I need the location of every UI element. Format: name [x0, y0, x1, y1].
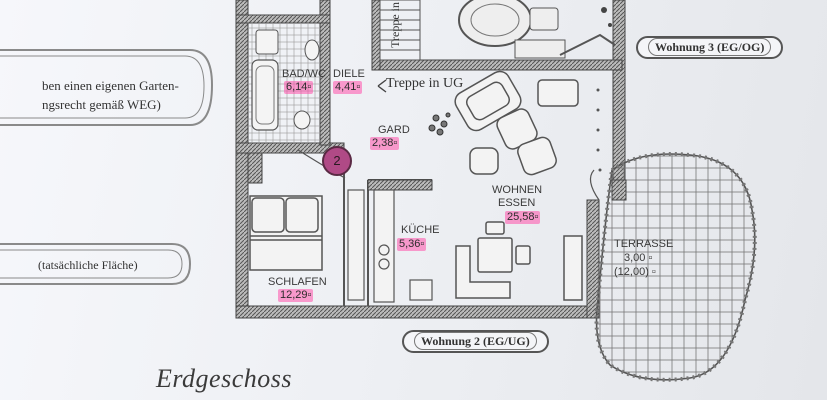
room-label-wohnen: WOHNEN [492, 184, 543, 196]
room-area-terrasse-full: (12,00) ▫ [614, 266, 656, 278]
kitchen-counters [373, 189, 433, 303]
room-area-wohnen: 25,58▫ [505, 211, 541, 224]
room-area-bad: 6,14▫ [284, 81, 314, 94]
room-label-kueche: KÜCHE [401, 224, 440, 236]
terrace-paving [595, 153, 756, 381]
round-table-upper [458, 0, 532, 47]
stairs-down-label: Treppe in UG [386, 76, 464, 91]
staircase [379, 0, 421, 61]
unit-3-label: Wohnung 3 (EG/OG) [636, 36, 784, 59]
garden-note-line1: ben einen eigenen Garten- [42, 78, 179, 93]
unit-2-text: Wohnung 2 (EG/UG) [414, 332, 537, 350]
bed [249, 195, 323, 271]
room-label-terrasse: TERRASSE [614, 238, 674, 250]
room-area-kueche: 5,36▫ [397, 238, 427, 251]
room-label-gard: GARD [378, 124, 410, 136]
room-label-diele: DIELE [333, 68, 365, 80]
area-note: (tatsächliche Fläche) [38, 258, 138, 272]
unit-3-text: Wohnung 3 (EG/OG) [648, 38, 772, 56]
plant [428, 112, 451, 136]
wardrobe [347, 189, 365, 301]
bathtub [251, 59, 279, 131]
unit-number-badge: 2 [322, 146, 352, 176]
garden-note-line2: ngsrecht gemäß WEG) [42, 97, 161, 112]
floor-title: Erdgeschoss [156, 364, 292, 393]
toilet [304, 39, 320, 61]
room-label-essen: ESSEN [498, 197, 536, 209]
room-area-schlafen: 12,29▫ [278, 289, 314, 302]
room-label-bad: BAD/WC [282, 68, 326, 80]
stairs-vertical-label: Treppe in [388, 2, 402, 48]
room-area-gard: 2,38▫ [370, 137, 400, 150]
dining-set [455, 221, 583, 301]
sink [255, 29, 279, 55]
unit-2-label: Wohnung 2 (EG/UG) [402, 330, 549, 353]
room-label-schlafen: SCHLAFEN [268, 276, 327, 288]
room-area-terrasse: 3,00 ▫ [624, 252, 653, 264]
living-furniture [454, 70, 579, 176]
room-area-diele: 4,41▫ [333, 81, 363, 94]
